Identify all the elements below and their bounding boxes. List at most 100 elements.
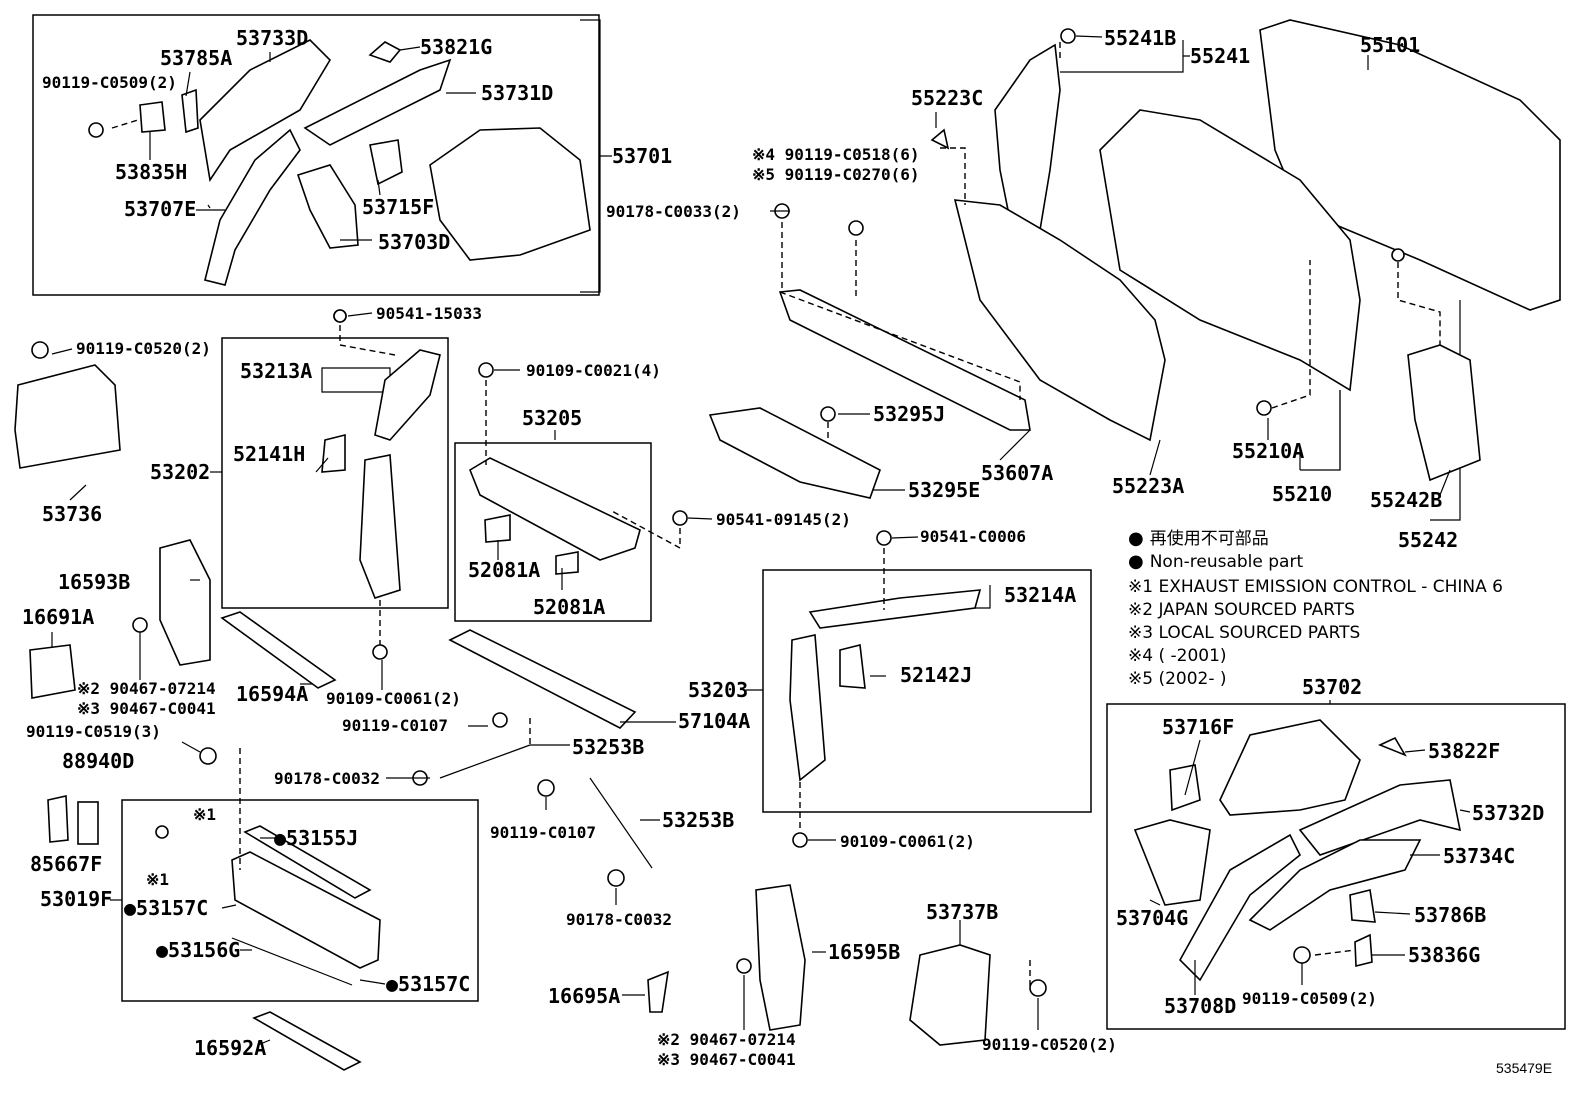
label-53607A: 53607A (981, 461, 1054, 485)
part-16593B (132, 539, 211, 666)
group-box-53202 (221, 337, 449, 609)
label-90467-C0041-b: ※3 90467-C0041 (657, 1050, 796, 1069)
label-53214A: 53214A (1004, 583, 1077, 607)
label-90541-C0006: 90541-C0006 (920, 527, 1026, 546)
part-53708D (1179, 833, 1302, 982)
label-52142J: 52142J (900, 663, 973, 687)
part-53701 (429, 127, 591, 261)
part-53836G (1293, 933, 1373, 968)
part-53786B (1349, 889, 1376, 923)
label-53786B: 53786B (1414, 903, 1487, 927)
label-53731D: 53731D (481, 81, 554, 105)
part-53203-pillar (789, 634, 826, 782)
label-16595B: 16595B (828, 940, 901, 964)
part-55223A (953, 199, 1166, 442)
label-90467-07214-a: ※2 90467-07214 (77, 679, 216, 698)
label-53157C-b: ●53157C (386, 972, 471, 996)
label-53707E: 53707E (124, 197, 197, 221)
label-90119-C0520-2-a: 90119-C0520(2) (76, 339, 211, 358)
label-90119-C0519-3: 90119-C0519(3) (26, 722, 161, 741)
label-90178-C0032-b: 90178-C0032 (566, 910, 672, 929)
label-53205: 53205 (522, 406, 583, 430)
part-53704G (1133, 819, 1211, 906)
part-53737B (909, 944, 991, 1046)
part-53736 (14, 341, 121, 469)
label-53822F: 53822F (1428, 739, 1501, 763)
part-57104A (448, 629, 637, 729)
label-53732D: 53732D (1472, 801, 1545, 825)
bullet-icon: ● (1128, 551, 1144, 572)
note-5: ※5 (2002- ) (1128, 669, 1227, 689)
part-53715F (369, 139, 403, 186)
part-53253B-rod (439, 744, 653, 869)
bullet-icon: ● (1128, 528, 1144, 549)
label-16592A: 16592A (194, 1036, 267, 1060)
label-90119-C0107-a: 90119-C0107 (342, 716, 448, 735)
label-57104A: 57104A (678, 709, 751, 733)
note-2: ※2 JAPAN SOURCED PARTS (1128, 600, 1355, 620)
label-53202: 53202 (150, 460, 211, 484)
part-53155J (243, 825, 372, 899)
label-note-1-a: ※1 (193, 805, 217, 824)
label-90109-C0061-2-a: 90109-C0061(2) (326, 689, 461, 708)
label-90109-C0061-2-b: 90109-C0061(2) (840, 832, 975, 851)
part-53156G (231, 937, 353, 986)
note-jp-text: 再使用不可部品 (1149, 529, 1269, 549)
label-53295J: 53295J (873, 402, 946, 426)
label-53715F: 53715F (362, 195, 435, 219)
label-16593B: 16593B (58, 570, 131, 594)
group-box-53203 (762, 569, 1092, 813)
label-53736: 53736 (42, 502, 103, 526)
label-90541-09145-2: 90541-09145(2) (716, 510, 851, 529)
part-53731D (303, 58, 452, 146)
label-90467-07214-b: ※2 90467-07214 (657, 1030, 796, 1049)
label-90467-C0041-a: ※3 90467-C0041 (77, 699, 216, 718)
label-90541-15033: 90541-15033 (376, 304, 482, 323)
label-53785A: 53785A (160, 46, 233, 70)
label-53701: 53701 (612, 144, 673, 168)
label-53737B: 53737B (926, 900, 999, 924)
label-16695A: 16695A (548, 984, 621, 1008)
label-55101: 55101 (1360, 33, 1421, 57)
note-en-text: Non-reusable part (1149, 552, 1304, 572)
part-16695A (647, 970, 669, 1013)
part-53202-pillar (359, 454, 401, 599)
part-53835H (88, 101, 166, 138)
label-53253B-b: 53253B (662, 808, 735, 832)
label-53716F: 53716F (1162, 715, 1235, 739)
part-53214A (808, 589, 982, 629)
part-53019F-grille (231, 851, 381, 969)
label-90109-C0021-4: 90109-C0021(4) (526, 361, 661, 380)
label-16594A: 16594A (236, 682, 309, 706)
part-53295E (708, 407, 881, 499)
note-3: ※3 LOCAL SOURCED PARTS (1128, 623, 1361, 643)
label-53157C-a: ●53157C (124, 896, 209, 920)
label-53253B-a: 53253B (572, 735, 645, 759)
note-1: ※1 EXHAUST EMISSION CONTROL - CHINA 6 (1128, 577, 1503, 597)
part-53702-tower (1219, 719, 1361, 816)
label-53156G: ●53156G (156, 938, 241, 962)
label-53733D: 53733D (236, 26, 309, 50)
note-jp: ●再使用不可部品 (1128, 528, 1269, 550)
part-55223C (930, 128, 950, 150)
label-88940D: 88940D (62, 749, 135, 773)
part-53213A (333, 309, 441, 441)
part-53821G (368, 41, 402, 63)
part-55210 (1099, 109, 1361, 392)
label-53213A: 53213A (240, 359, 313, 383)
group-box-53702 (1106, 703, 1566, 1030)
label-16691A: 16691A (22, 605, 95, 629)
label-90178-C0032-a: 90178-C0032 (274, 769, 380, 788)
part-16594A (220, 611, 337, 689)
label-53155J: ●53155J (274, 826, 359, 850)
label-55210: 55210 (1272, 482, 1333, 506)
label-55242B: 55242B (1370, 488, 1443, 512)
diagram-code: 535479E (1496, 1060, 1553, 1076)
label-53702: 53702 (1302, 675, 1363, 699)
part-16691A (29, 644, 76, 699)
group-box-53701 (32, 14, 600, 296)
part-53716F (1169, 764, 1201, 812)
label-55241B: 55241B (1104, 26, 1177, 50)
label-53836G: 53836G (1408, 943, 1481, 967)
part-88940D (77, 801, 99, 845)
